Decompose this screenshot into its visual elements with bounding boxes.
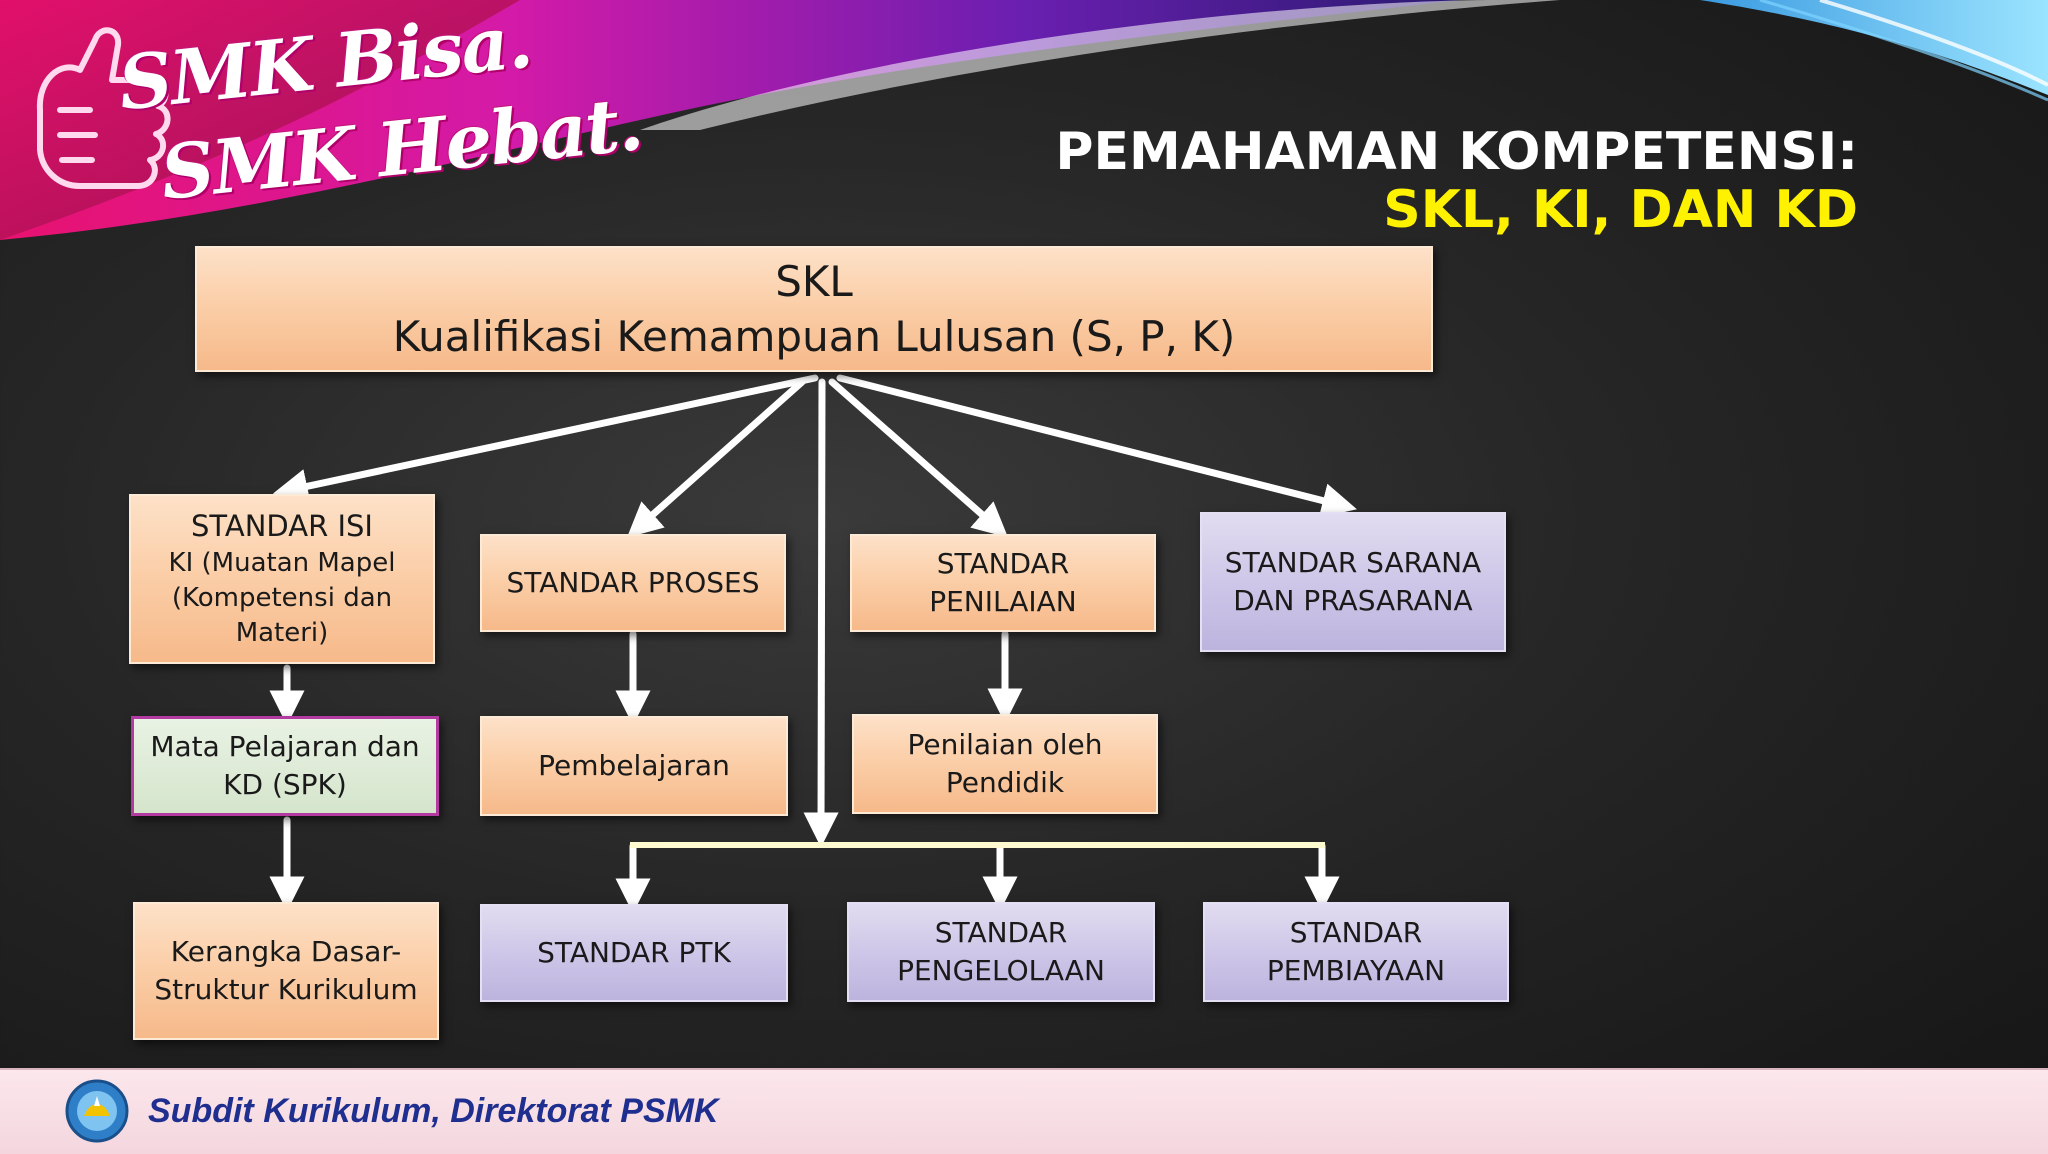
footer-text: Subdit Kurikulum, Direktorat PSMK [148,1092,719,1130]
box-skl: SKL Kualifikasi Kemampuan Lulusan (S, P,… [195,246,1433,372]
box-standar-proses: STANDAR PROSES [480,534,786,632]
banner-background [0,0,2048,240]
box-standar-isi: STANDAR ISI KI (Muatan Mapel (Kompetensi… [129,494,435,664]
standar-isi-heading: STANDAR ISI [191,508,373,543]
arrow-skl-to-standar-sarana [836,374,1357,518]
box-standar-pembiayaan: STANDAR PEMBIAYAAN [1203,902,1509,1002]
slide-title: PEMAHAMAN KOMPETENSI: [1055,122,1858,182]
box-pembelajaran: Pembelajaran [480,716,788,816]
footer-bar [0,1068,2048,1154]
arrow-skl-to-standar-penilaian [828,378,1009,538]
arrow-skl-to-standar-isi [272,374,819,504]
standar-isi-body: KI (Muatan Mapel (Kompetensi dan Materi) [168,547,396,649]
box-standar-penilaian: STANDAR PENILAIAN [850,534,1156,632]
arrow-skl-to-lower-bar [803,378,839,848]
thumbs-up-icon [36,27,171,189]
box-penilaian-oleh-pendidik: Penilaian oleh Pendidik [852,714,1158,814]
box-standar-ptk: STANDAR PTK [480,904,788,1002]
box-kerangka-dasar: Kerangka Dasar- Struktur Kurikulum [133,902,439,1040]
tut-wuri-handayani-emblem-icon [65,1079,129,1143]
slide-subtitle: SKL, KI, DAN KD [1383,180,1858,240]
box-standar-pengelolaan: STANDAR PENGELOLAAN [847,902,1155,1002]
arrow-skl-to-standar-proses [626,378,806,538]
box-standar-sarana-prasarana: STANDAR SARANA DAN PRASARANA [1200,512,1506,652]
box-mata-pelajaran-kd: Mata Pelajaran dan KD (SPK) [131,716,439,816]
